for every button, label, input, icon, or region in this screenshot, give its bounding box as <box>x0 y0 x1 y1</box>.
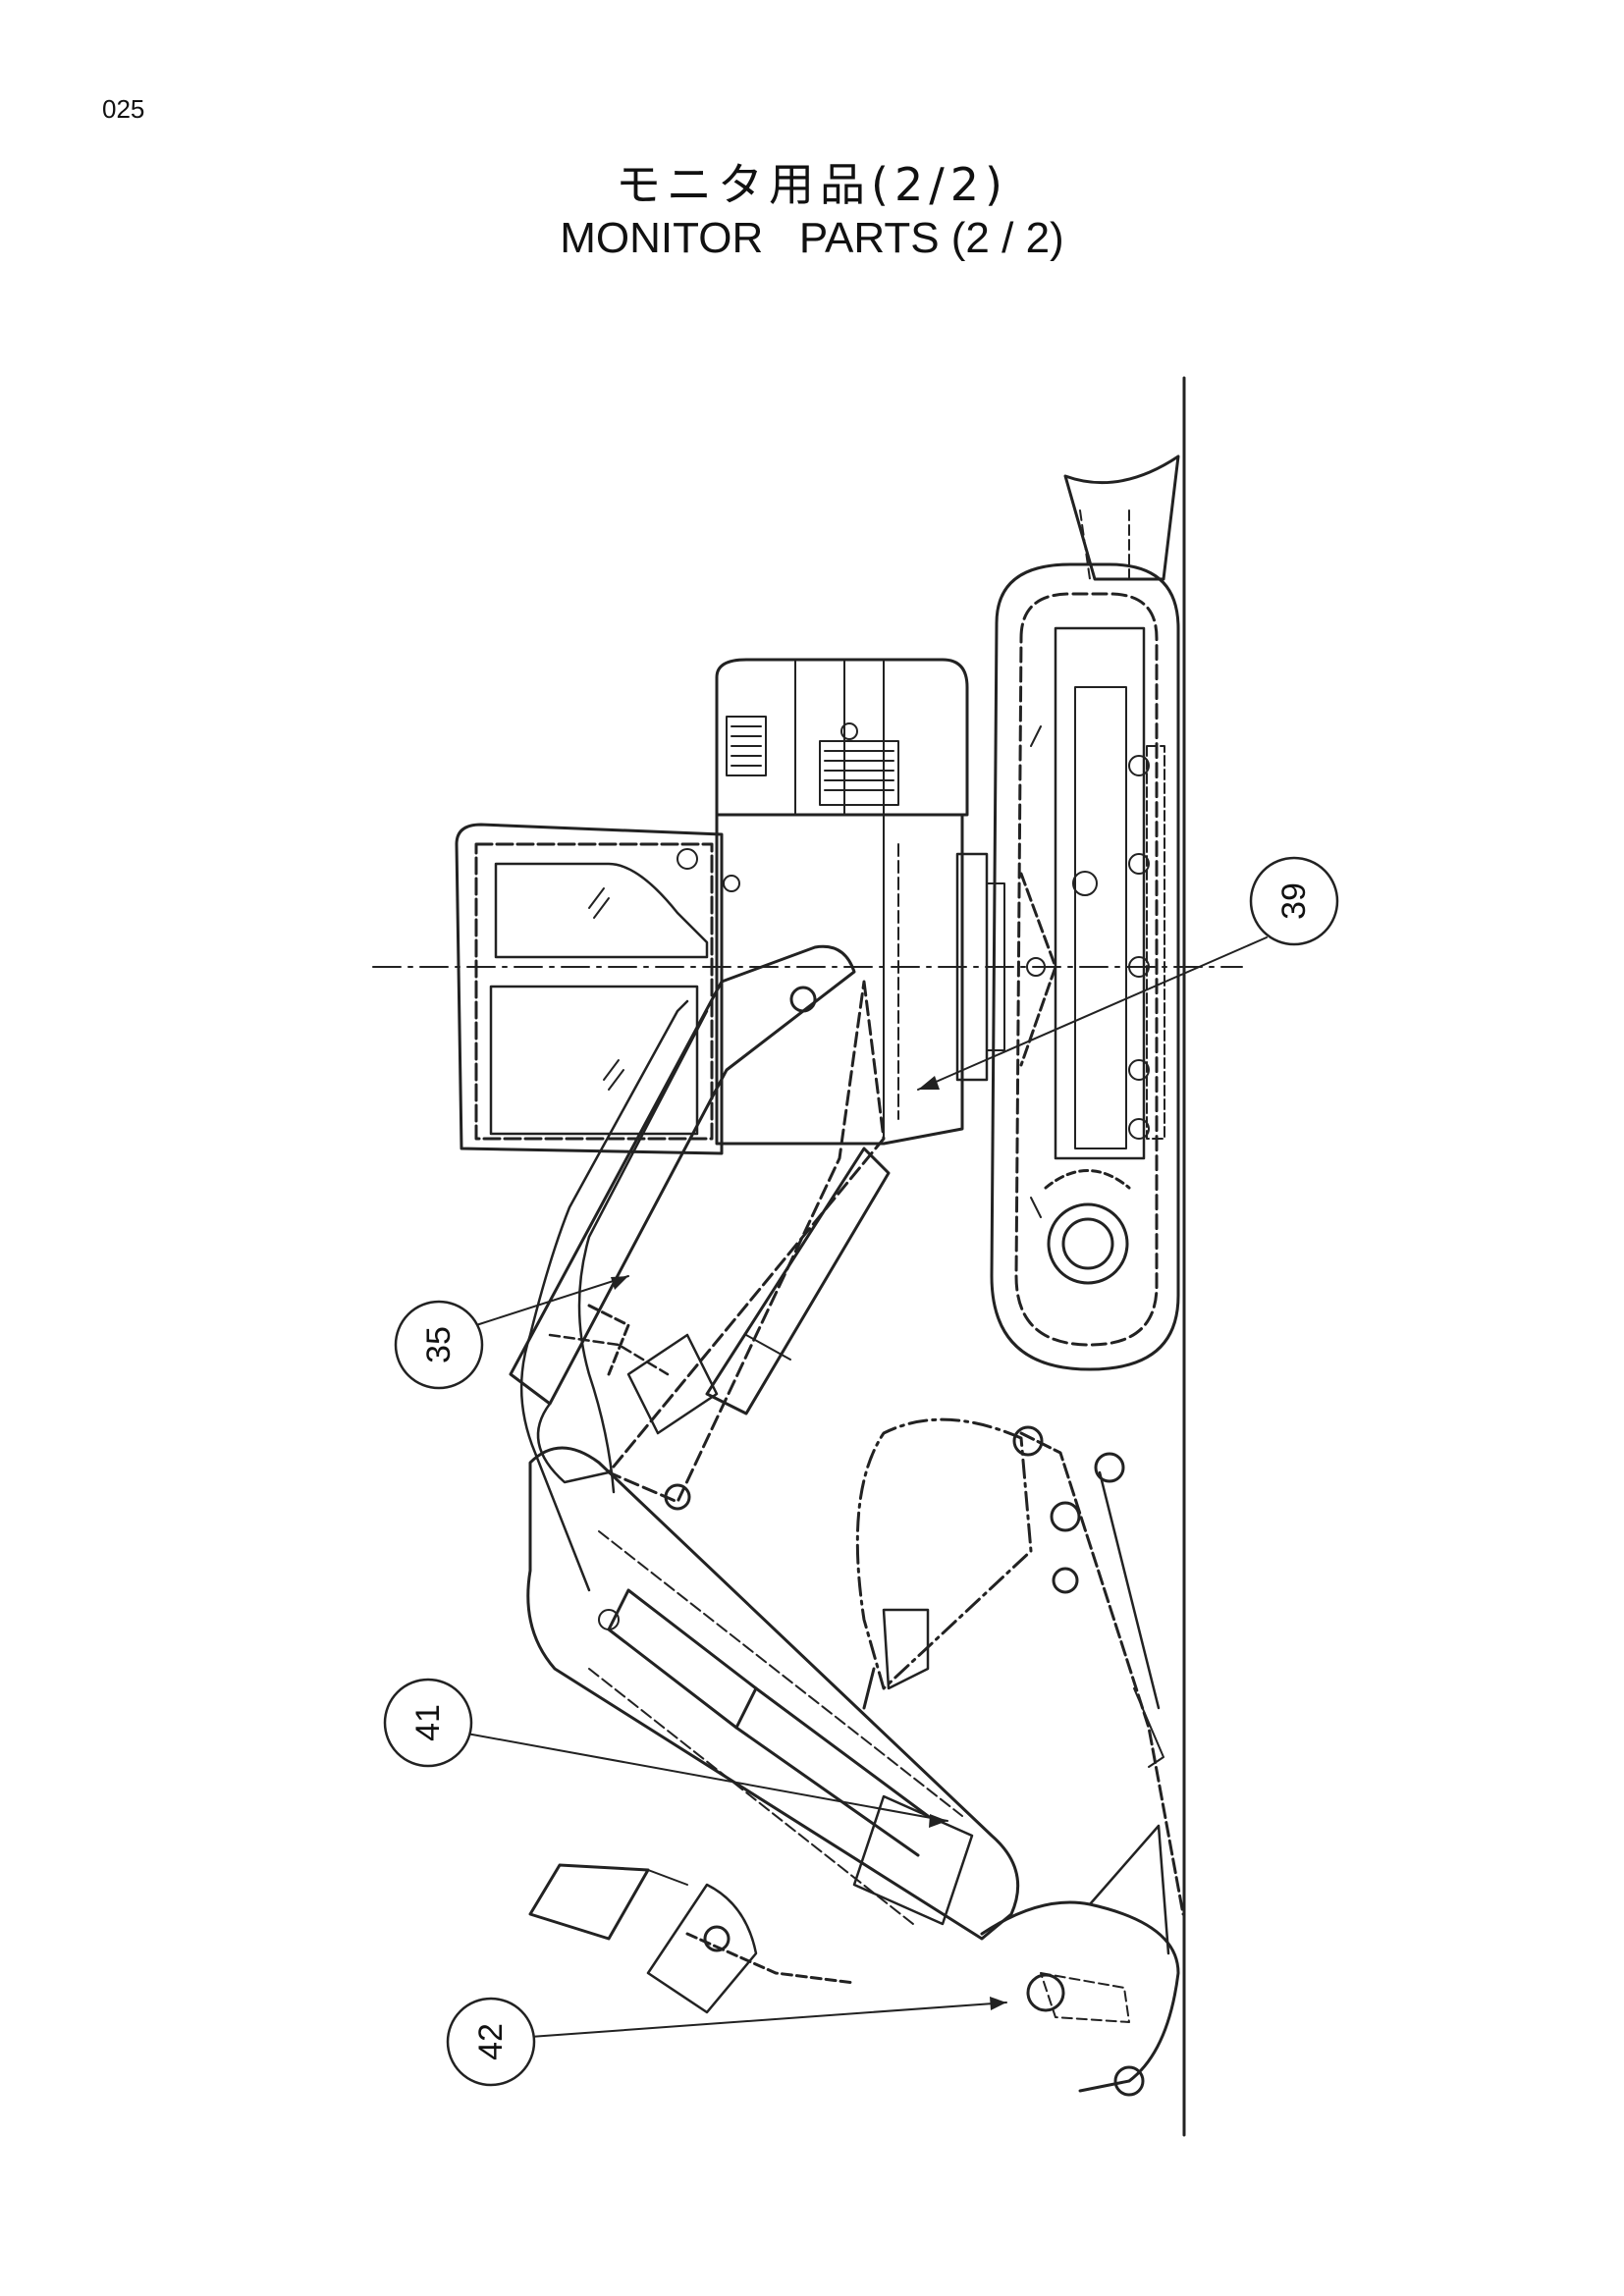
track-crawler <box>990 562 1180 1371</box>
boom-cylinder <box>664 1147 891 1511</box>
callout-42: 42 <box>446 1997 536 2087</box>
dozer-blade <box>1063 454 1180 581</box>
engine-hood <box>715 658 969 817</box>
callout-41-label: 41 <box>409 1704 447 1741</box>
title-japanese: モニタ用品(2/2) <box>616 158 1008 211</box>
reference-lines <box>372 376 1243 2137</box>
callout-41: 41 <box>383 1678 473 1768</box>
page-number: 025 <box>102 94 145 124</box>
callout-arrowheads <box>611 1076 1006 2010</box>
arm <box>526 1446 1020 1941</box>
bucket-linkage <box>980 1425 1185 2097</box>
title-english: MONITOR PARTS (2 / 2) <box>560 214 1064 262</box>
operator-cab <box>455 823 740 1155</box>
attachment <box>528 1863 856 2014</box>
boom-hoses <box>519 999 709 1592</box>
boom <box>509 944 886 1504</box>
callout-leaders <box>460 936 1268 2038</box>
callout-39: 39 <box>1249 856 1339 946</box>
bucket-phantom <box>855 1417 1033 1710</box>
callout-42-label: 42 <box>472 2023 510 2060</box>
callout-35-label: 35 <box>420 1326 458 1363</box>
callout-39-label: 39 <box>1275 882 1313 920</box>
swing-bearing <box>955 852 1005 1082</box>
arm-cylinder <box>607 1588 974 1926</box>
callout-35: 35 <box>394 1300 484 1390</box>
